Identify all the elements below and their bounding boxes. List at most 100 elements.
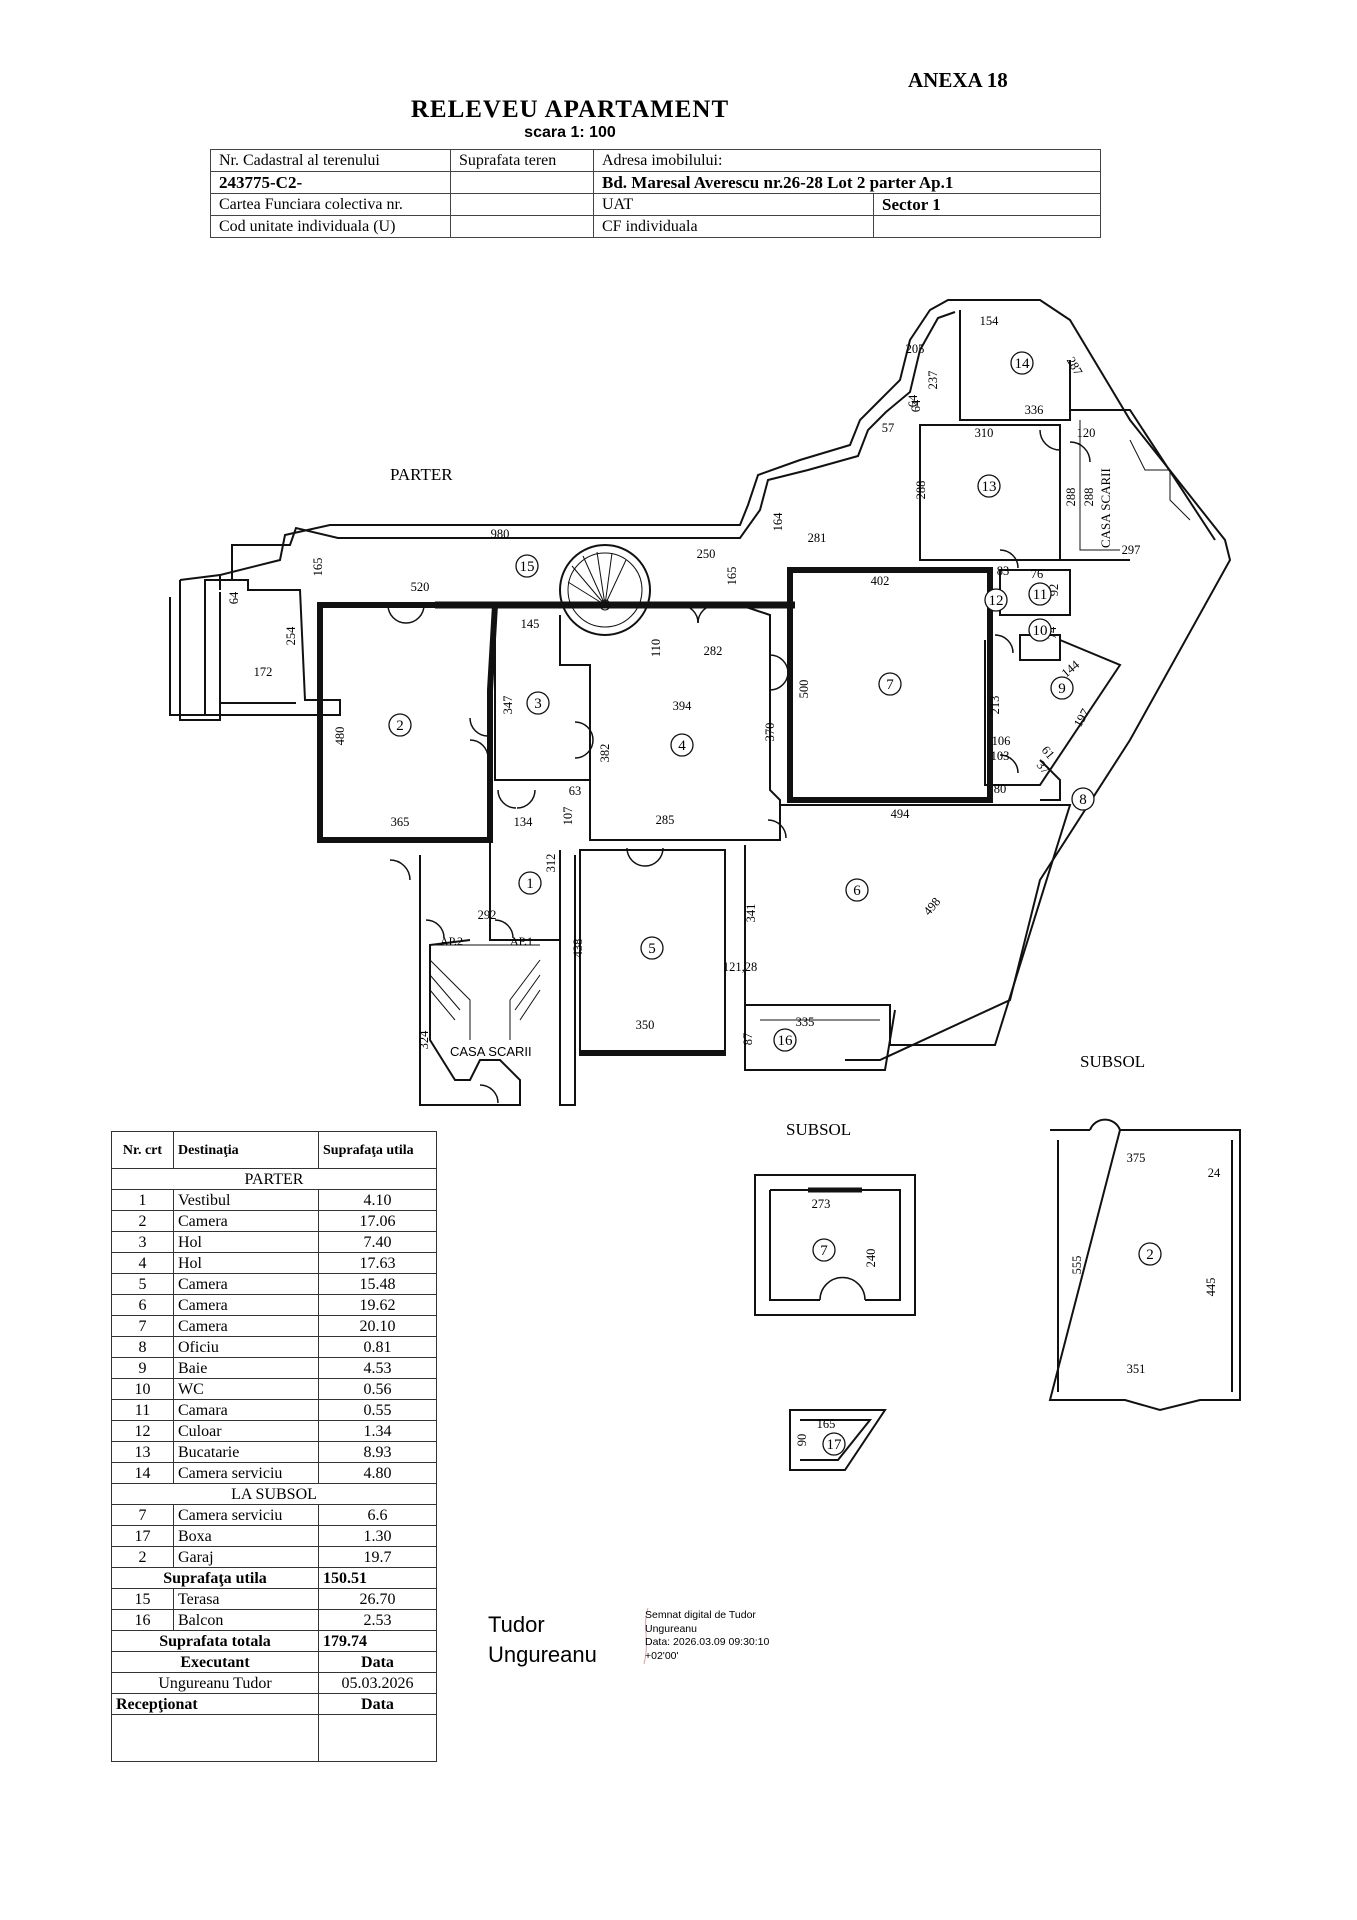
dimension-label: 134: [514, 815, 534, 829]
row-destination: Bucatarie: [173, 1441, 319, 1463]
room-number-circle: [1028, 582, 1052, 606]
cell: UAT: [593, 193, 874, 216]
ap2-label: AP.2: [440, 934, 463, 948]
subsol-room-17-drawing: [789, 1409, 887, 1471]
dimension-label: 288: [1082, 488, 1096, 507]
room-number-marker: 2: [388, 713, 412, 737]
row-destination: Hol: [173, 1231, 319, 1253]
room-number-marker: 4: [670, 733, 694, 757]
row-destination: Vestibul: [173, 1189, 319, 1211]
table-row: Cod unitate individuala (U) CF individua…: [210, 215, 1101, 238]
room-number: 5: [648, 941, 656, 957]
dimension-label: 250: [697, 547, 716, 561]
dimension-label: 83: [997, 564, 1010, 578]
room-number: 2: [1146, 1247, 1154, 1263]
dimension-label: 382: [598, 744, 612, 763]
signature-mark: [643, 1607, 649, 1665]
room-number-marker: 8: [1071, 787, 1095, 811]
row-destination: Camera serviciu: [173, 1462, 319, 1484]
row-area: 1.30: [318, 1525, 437, 1547]
room-number-circle: [822, 1432, 846, 1456]
ap1-label: AP.1: [510, 934, 533, 948]
row-destination: Culoar: [173, 1420, 319, 1442]
dimension-label: 370: [763, 723, 777, 742]
subsol-label-2: SUBSOL: [786, 1120, 851, 1139]
rooms-area-table: Nr. crt Destinaţia Suprafaţa utila PARTE…: [111, 1131, 437, 1762]
signature-last-name: Ungureanu: [488, 1642, 597, 1667]
room-number-circle: [878, 672, 902, 696]
dimension-label: 297: [1122, 543, 1141, 557]
room-number-circle: [670, 733, 694, 757]
room-number: 17: [827, 1437, 843, 1453]
dimension-label: 80: [994, 782, 1007, 796]
receptionat-label: Recepţionat: [111, 1693, 319, 1715]
total-value: 179.74: [318, 1630, 437, 1652]
room-number: 8: [1079, 792, 1087, 808]
digital-signature-meta: Semnat digital de Tudor Ungureanu Data: …: [645, 1609, 769, 1663]
receptionat-date-empty: [318, 1714, 437, 1762]
row-number: 13: [111, 1441, 174, 1463]
row-area: 19.7: [318, 1546, 437, 1568]
dimension-label: 555: [1070, 1256, 1084, 1275]
dimension-label: 445: [1204, 1278, 1218, 1297]
dimension-label: 107: [561, 807, 575, 826]
room-number-circle: [515, 554, 539, 578]
dimension-label: 336: [1025, 403, 1044, 417]
row-area: 0.81: [318, 1336, 437, 1358]
row-destination: Boxa: [173, 1525, 319, 1547]
dimension-label: 164: [771, 512, 785, 532]
row-number: 12: [111, 1420, 174, 1442]
row-area: 15.48: [318, 1273, 437, 1295]
cell: Cod unitate individuala (U): [210, 215, 451, 238]
receptionat-date-label: Data: [318, 1693, 437, 1715]
executant-row: Ungureanu Tudor 05.03.2026: [111, 1672, 437, 1694]
row-area: 1.34: [318, 1420, 437, 1442]
total-label: Suprafata totala: [111, 1630, 319, 1652]
casa-scarii-left: CASA SCARII: [450, 1044, 532, 1059]
util-label: Suprafaţa utila: [111, 1567, 319, 1589]
dimension-label: 335: [796, 1015, 815, 1029]
dimension-label: 145: [521, 617, 540, 631]
dimension-label: 287: [1064, 354, 1085, 377]
row-destination: Hol: [173, 1252, 319, 1274]
dimension-label: 57: [882, 421, 895, 435]
date-label: Data: [318, 1651, 437, 1673]
room-number-marker: 17: [822, 1432, 846, 1456]
dimension-label: 37: [1034, 758, 1053, 777]
section-parter: PARTER: [111, 1168, 437, 1190]
row-area: 4.80: [318, 1462, 437, 1484]
dimension-label: 273: [812, 1197, 831, 1211]
row-area: 2.53: [318, 1609, 437, 1631]
executant-header-row: Executant Data: [111, 1651, 437, 1673]
section-subsol: LA SUBSOL: [111, 1483, 437, 1505]
section-row: LA SUBSOL: [111, 1483, 437, 1505]
room-number-circle: [977, 474, 1001, 498]
dimension-label: 980: [491, 527, 510, 541]
dimension-label: 87: [741, 1033, 755, 1046]
row-area: 0.55: [318, 1399, 437, 1421]
room-number: 14: [1015, 356, 1031, 372]
row-destination: Balcon: [173, 1609, 319, 1631]
cell: [873, 215, 1101, 238]
cell: Adresa imobilului:: [593, 149, 1101, 172]
dimension-label: 90: [795, 1434, 809, 1447]
room-number-circle: [526, 691, 550, 715]
util-value: 150.51: [318, 1567, 437, 1589]
row-area: 8.93: [318, 1441, 437, 1463]
dimension-label: 402: [871, 574, 890, 588]
table-header-row: Nr. crt Destinaţia Suprafaţa utila: [111, 1131, 437, 1169]
row-number: 3: [111, 1231, 174, 1253]
room-number-circle: [1028, 618, 1052, 642]
room-number: 9: [1058, 681, 1066, 697]
parter-label: PARTER: [390, 465, 453, 484]
dimension-label: 103: [991, 749, 1010, 763]
room-number: 7: [886, 677, 894, 693]
